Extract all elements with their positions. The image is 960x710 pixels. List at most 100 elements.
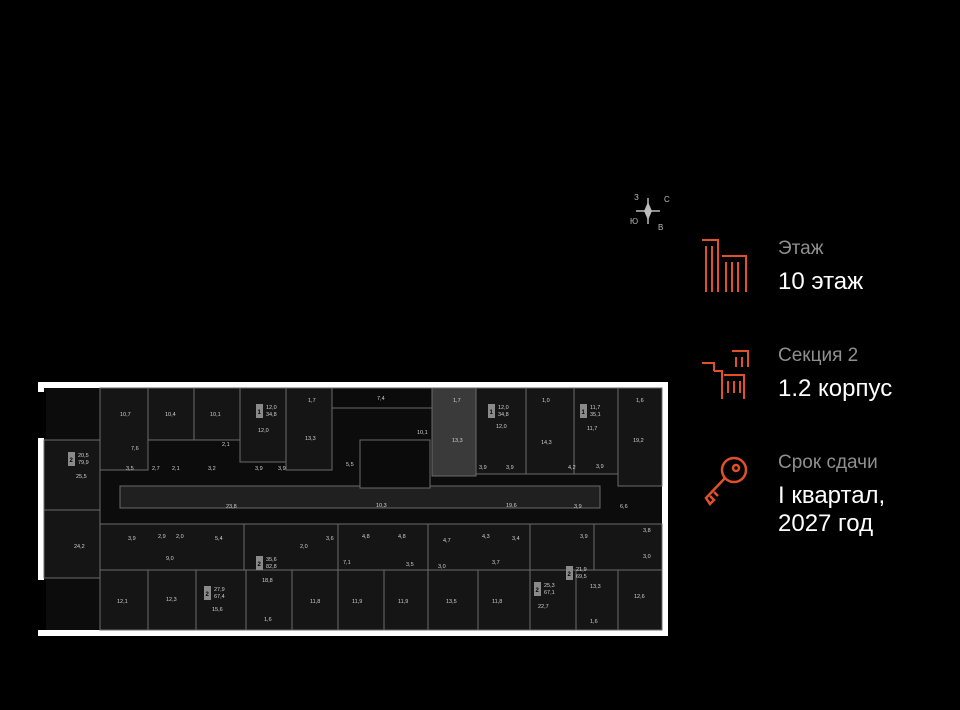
section-value: 1.2 корпус	[778, 375, 893, 402]
room-area-label: 13,3	[590, 584, 601, 590]
room-area-label: 25,5	[76, 474, 87, 480]
apartment-rooms: 1	[490, 410, 494, 416]
room-area-label: 24,2	[74, 544, 85, 550]
room-area-label: 3,9	[479, 465, 487, 471]
room-area-label: 6,6	[620, 504, 628, 510]
room-area-label: 2,0	[176, 534, 184, 540]
room-area-label: 7,1	[343, 560, 351, 566]
room-area-label: 3,0	[438, 564, 446, 570]
room-area-label: 4,8	[398, 534, 406, 540]
room-area-label: 3,4	[512, 536, 520, 542]
room-area-label: 10,1	[210, 412, 221, 418]
room-area-label: 11,9	[352, 599, 362, 605]
room-area-label: 3,0	[643, 554, 651, 560]
room-area-label: 14,3	[541, 440, 552, 446]
compass-west: З	[634, 193, 639, 202]
deadline-value-line1: I квартал,	[778, 482, 886, 509]
apartment-total-area: 35,1	[590, 412, 601, 418]
section-label: Секция 2	[778, 345, 859, 366]
room-area-label: 13,5	[446, 599, 457, 605]
room-area-label: 23,8	[226, 504, 237, 510]
room-area-label: 7,6	[131, 446, 139, 452]
compass-north: С	[664, 195, 670, 204]
apartment-rooms: 2	[568, 572, 572, 578]
room-area-label: 11,7	[587, 426, 597, 432]
room-area-label: 10,3	[376, 503, 387, 509]
room-area-label: 3,9	[596, 464, 604, 470]
apartment-badge	[68, 452, 75, 466]
stair-core	[359, 439, 431, 489]
section-icon	[700, 345, 752, 401]
room-area-label: 19,6	[506, 503, 517, 509]
room-area-label: 2,9	[158, 534, 166, 540]
room-area-label: 4,7	[443, 538, 451, 544]
room-area-label: 12,6	[634, 594, 645, 600]
room-area-label: 3,9	[580, 534, 588, 540]
room-area-label: 1,7	[308, 398, 316, 404]
apartment-living-area: 12,0	[498, 405, 509, 411]
top-rooms	[43, 387, 663, 579]
room-area-label: 2,1	[222, 442, 230, 448]
room-area-label: 13,3	[452, 438, 463, 444]
room-area-label: 3,9	[128, 536, 136, 542]
room-area-label: 3,2	[208, 466, 216, 472]
room-area-label: 2,1	[172, 466, 180, 472]
apartment-badge	[566, 566, 573, 580]
apartment-living-area: 12,0	[266, 405, 277, 411]
key-icon	[700, 452, 752, 508]
room-area-label: 4,3	[482, 534, 490, 540]
deadline-label: Срок сдачи	[778, 452, 878, 473]
apartment-rooms: 1	[258, 410, 262, 416]
apartment-badge	[488, 404, 495, 418]
room-area-label: 10,7	[120, 412, 131, 418]
room-area-label: 3,9	[574, 504, 582, 510]
room-area-label: 11,8	[492, 599, 502, 605]
room-area-label: 4,2	[568, 465, 576, 471]
room-area-label: 3,5	[406, 562, 414, 568]
room-area-label: 3,9	[255, 466, 263, 472]
room-area-label: 1,6	[264, 617, 272, 623]
room-area-label: 12,0	[258, 428, 269, 434]
floor-icon	[700, 238, 752, 294]
apartment-rooms: 1	[582, 410, 586, 416]
room-area-label: 5,4	[215, 536, 223, 542]
apartment-total-area: 67,1	[544, 590, 555, 596]
apartment-total-area: 79,9	[78, 460, 89, 466]
lower-rooms	[99, 523, 663, 571]
corridor	[119, 485, 601, 509]
room-area-label: 11,8	[310, 599, 320, 605]
apartment-total-area: 67,4	[214, 594, 225, 600]
room-area-label: 1,7	[453, 398, 461, 404]
room-area-label: 2,7	[152, 466, 160, 472]
room-area-label: 11,9	[398, 599, 408, 605]
deadline-value: I квартал, 2027 год	[778, 482, 885, 538]
room-area-label: 12,1	[117, 599, 128, 605]
room-area-label: 9,0	[166, 556, 174, 562]
room-area-label: 12,3	[166, 597, 177, 603]
apartment-living-area: 21,9	[576, 567, 587, 573]
room-area-label: 18,8	[262, 578, 273, 584]
apartment-rooms: 2	[70, 458, 74, 464]
room-area-label: 3,9	[506, 465, 514, 471]
apartment-badge	[534, 582, 541, 596]
apartment-rooms: 2	[536, 588, 540, 594]
room-area-label: 13,3	[305, 436, 316, 442]
room-area-label: 3,8	[643, 528, 651, 534]
bottom-rooms	[99, 569, 663, 631]
apartment-badge	[580, 404, 587, 418]
apartment-living-area: 20,5	[78, 453, 89, 459]
room-area-label: 15,6	[212, 607, 223, 613]
apartment-rooms: 2	[258, 562, 262, 568]
apartment-total-area: 34,8	[498, 412, 509, 418]
room-area-label: 3,7	[492, 560, 500, 566]
floor-value: 10 этаж	[778, 268, 864, 295]
room-area-label: 7,4	[377, 396, 385, 402]
apartment-living-area: 27,9	[214, 587, 225, 593]
apartment-badge	[204, 586, 211, 600]
